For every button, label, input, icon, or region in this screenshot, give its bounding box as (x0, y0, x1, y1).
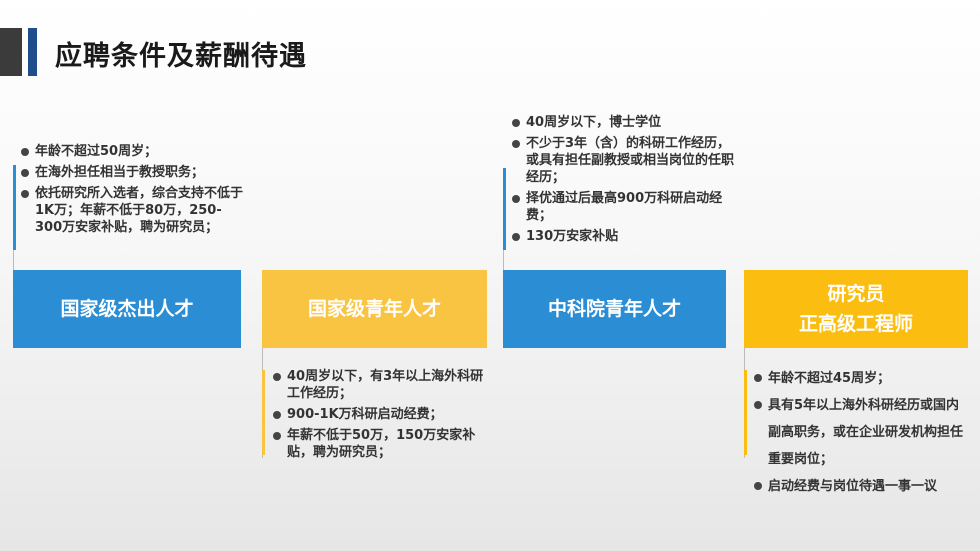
category-box-national-young: 国家级青年人才 (262, 270, 487, 348)
accent-line (744, 370, 747, 455)
requirements-list-3: 40周岁以下，博士学位 不少于3年（含）的科研工作经历，或具有担任副教授或相当岗… (512, 114, 734, 249)
category-label: 国家级青年人才 (307, 298, 441, 320)
category-box-cas-young: 中科院青年人才 (503, 270, 726, 348)
header-accent-blue (28, 28, 37, 76)
accent-line (262, 370, 265, 455)
category-label: 国家级杰出人才 (60, 298, 194, 320)
category-label-line2: 正高级工程师 (798, 313, 913, 335)
list-item: 在海外担任相当于教授职务； (21, 164, 246, 181)
category-box-senior-researcher: 研究员 正高级工程师 (744, 270, 968, 348)
page-title: 应聘条件及薪酬待遇 (55, 41, 307, 72)
list-item: 启动经费与岗位待遇一事一议 (754, 473, 969, 500)
accent-line (13, 165, 16, 250)
requirements-list-4: 年龄不超过45周岁； 具有5年以上海外科研经历或国内副高职务，或在企业研发机构担… (754, 365, 969, 500)
header-accent-dark (0, 28, 22, 76)
list-item: 40周岁以下，有3年以上海外科研工作经历； (273, 368, 488, 402)
accent-line (503, 168, 506, 250)
category-label: 中科院青年人才 (547, 298, 681, 320)
requirements-list-2: 40周岁以下，有3年以上海外科研工作经历； 900-1K万科研启动经费； 年薪不… (273, 368, 488, 465)
list-item: 依托研究所入选者，综合支持不低于1K万；年薪不低于80万，250-300万安家补… (21, 185, 246, 236)
list-item: 40周岁以下，博士学位 (512, 114, 734, 131)
category-label-line1: 研究员 (827, 283, 885, 305)
category-box-national-distinguished: 国家级杰出人才 (13, 270, 241, 348)
list-item: 不少于3年（含）的科研工作经历，或具有担任副教授或相当岗位的任职经历； (512, 135, 734, 186)
list-item: 年薪不低于50万，150万安家补贴，聘为研究员； (273, 427, 488, 461)
list-item: 130万安家补贴 (512, 228, 734, 245)
list-item: 择优通过后最高900万科研启动经费； (512, 190, 734, 224)
list-item: 年龄不超过50周岁； (21, 143, 246, 160)
list-item: 年龄不超过45周岁； (754, 365, 969, 392)
list-item: 900-1K万科研启动经费； (273, 406, 488, 423)
requirements-list-1: 年龄不超过50周岁； 在海外担任相当于教授职务； 依托研究所入选者，综合支持不低… (21, 143, 246, 240)
list-item: 具有5年以上海外科研经历或国内副高职务，或在企业研发机构担任重要岗位； (754, 392, 969, 473)
